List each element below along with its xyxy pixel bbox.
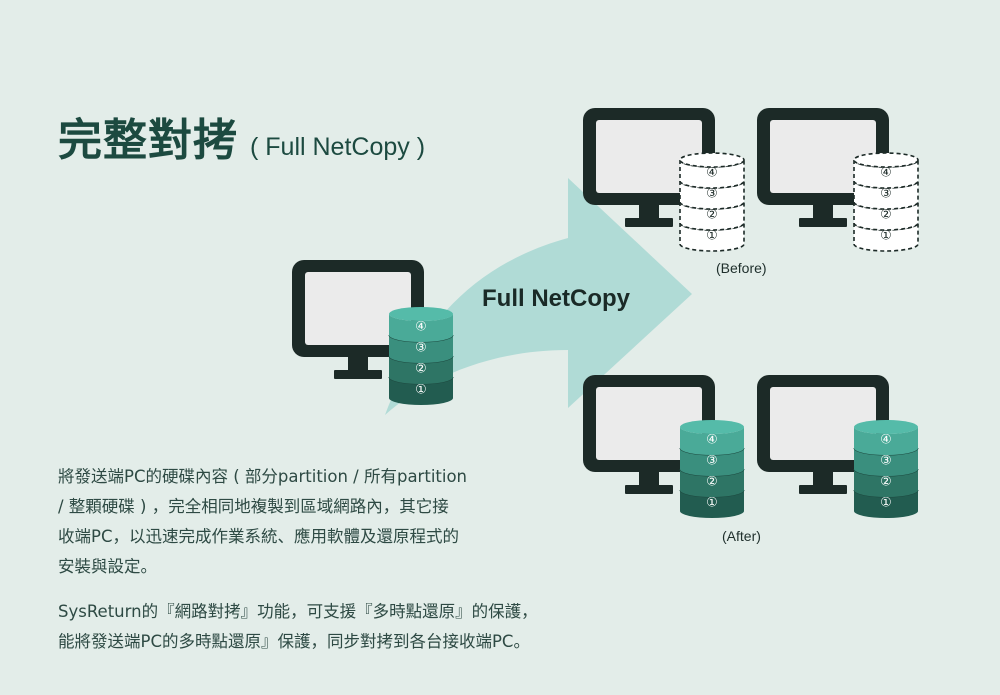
receiver-after-2	[757, 375, 889, 494]
monitor-base	[625, 485, 673, 494]
transfer-arrow	[385, 178, 692, 415]
sender-disk-stack: ① ② ③ ④	[388, 307, 454, 405]
partition-label: ②	[706, 475, 718, 490]
partition-label: ③	[706, 454, 718, 469]
partition-label: ④	[880, 166, 892, 181]
disk-layer	[680, 448, 744, 476]
partition-label: ③	[880, 454, 892, 469]
partition-label: ①	[706, 229, 718, 244]
title-subtitle: ( Full NetCopy )	[250, 133, 426, 161]
monitor-base	[799, 218, 847, 227]
monitor-neck	[639, 205, 659, 221]
partition-label: ③	[415, 341, 427, 356]
caption-before: (Before)	[716, 260, 767, 276]
partition-label: ②	[415, 362, 427, 377]
partition-label: ①	[880, 229, 892, 244]
monitor-base	[799, 485, 847, 494]
partition-label: ④	[706, 433, 718, 448]
disk-top	[853, 152, 919, 168]
disk-layer	[679, 180, 745, 210]
partition-label: ②	[880, 208, 892, 223]
disk-layer	[679, 201, 745, 231]
disk-layer	[680, 469, 744, 497]
partition-label: ③	[706, 187, 718, 202]
disk-top	[680, 420, 744, 434]
disk-layer	[389, 314, 453, 342]
partition-label: ①	[880, 496, 892, 511]
feature-paragraph: SysReturn的『網路對拷』功能，可支援『多時點還原』的保護， 能將發送端P…	[58, 602, 538, 651]
copied-disk-stack: ① ② ③ ④	[853, 420, 919, 518]
monitor-screen	[770, 387, 876, 460]
disk-layer	[854, 427, 918, 455]
title-main: 完整對拷	[58, 115, 238, 166]
disk-top	[854, 420, 918, 434]
disk-layer	[680, 427, 744, 455]
monitor-screen	[770, 120, 876, 193]
partition-label: ①	[415, 383, 427, 398]
disk-layer	[679, 222, 745, 252]
partition-label: ④	[415, 320, 427, 335]
page-title: 完整對拷 ( Full NetCopy )	[58, 104, 425, 168]
monitor-neck	[639, 472, 659, 488]
partition-label: ①	[706, 496, 718, 511]
sender-monitor-screen	[305, 272, 411, 345]
copied-disk-stack: ① ② ③ ④	[679, 420, 745, 518]
empty-disk-stack: ① ② ③ ④	[679, 152, 745, 252]
monitor-base	[625, 218, 673, 227]
monitor-neck	[813, 472, 833, 488]
partition-label: ③	[880, 187, 892, 202]
disk-layer	[389, 356, 453, 384]
sender-monitor-neck	[348, 357, 368, 373]
disk-layer	[679, 159, 745, 189]
disk-layer	[854, 469, 918, 497]
disk-top	[389, 307, 453, 321]
partition-label: ②	[880, 475, 892, 490]
disk-layer	[389, 335, 453, 363]
disk-layer	[389, 377, 453, 405]
disk-layer	[854, 490, 918, 518]
disk-layer	[853, 180, 919, 210]
disk-top	[679, 152, 745, 168]
arrow-label: Full NetCopy	[482, 285, 630, 312]
partition-label: ②	[706, 208, 718, 223]
disk-layer	[680, 490, 744, 518]
monitor-screen	[596, 387, 702, 460]
partition-label: ④	[706, 166, 718, 181]
disk-layer	[854, 448, 918, 476]
disk-layer	[853, 222, 919, 252]
monitor-screen	[596, 120, 702, 193]
empty-disk-stack: ① ② ③ ④	[853, 152, 919, 252]
disk-layer	[853, 201, 919, 231]
partition-label: ④	[880, 433, 892, 448]
caption-after: (After)	[722, 528, 761, 544]
disk-layer	[853, 159, 919, 189]
sender-monitor-base	[334, 370, 382, 379]
description-paragraph: 將發送端PC的硬碟內容 ( 部分partition / 所有partition …	[58, 467, 468, 576]
monitor-neck	[813, 205, 833, 221]
